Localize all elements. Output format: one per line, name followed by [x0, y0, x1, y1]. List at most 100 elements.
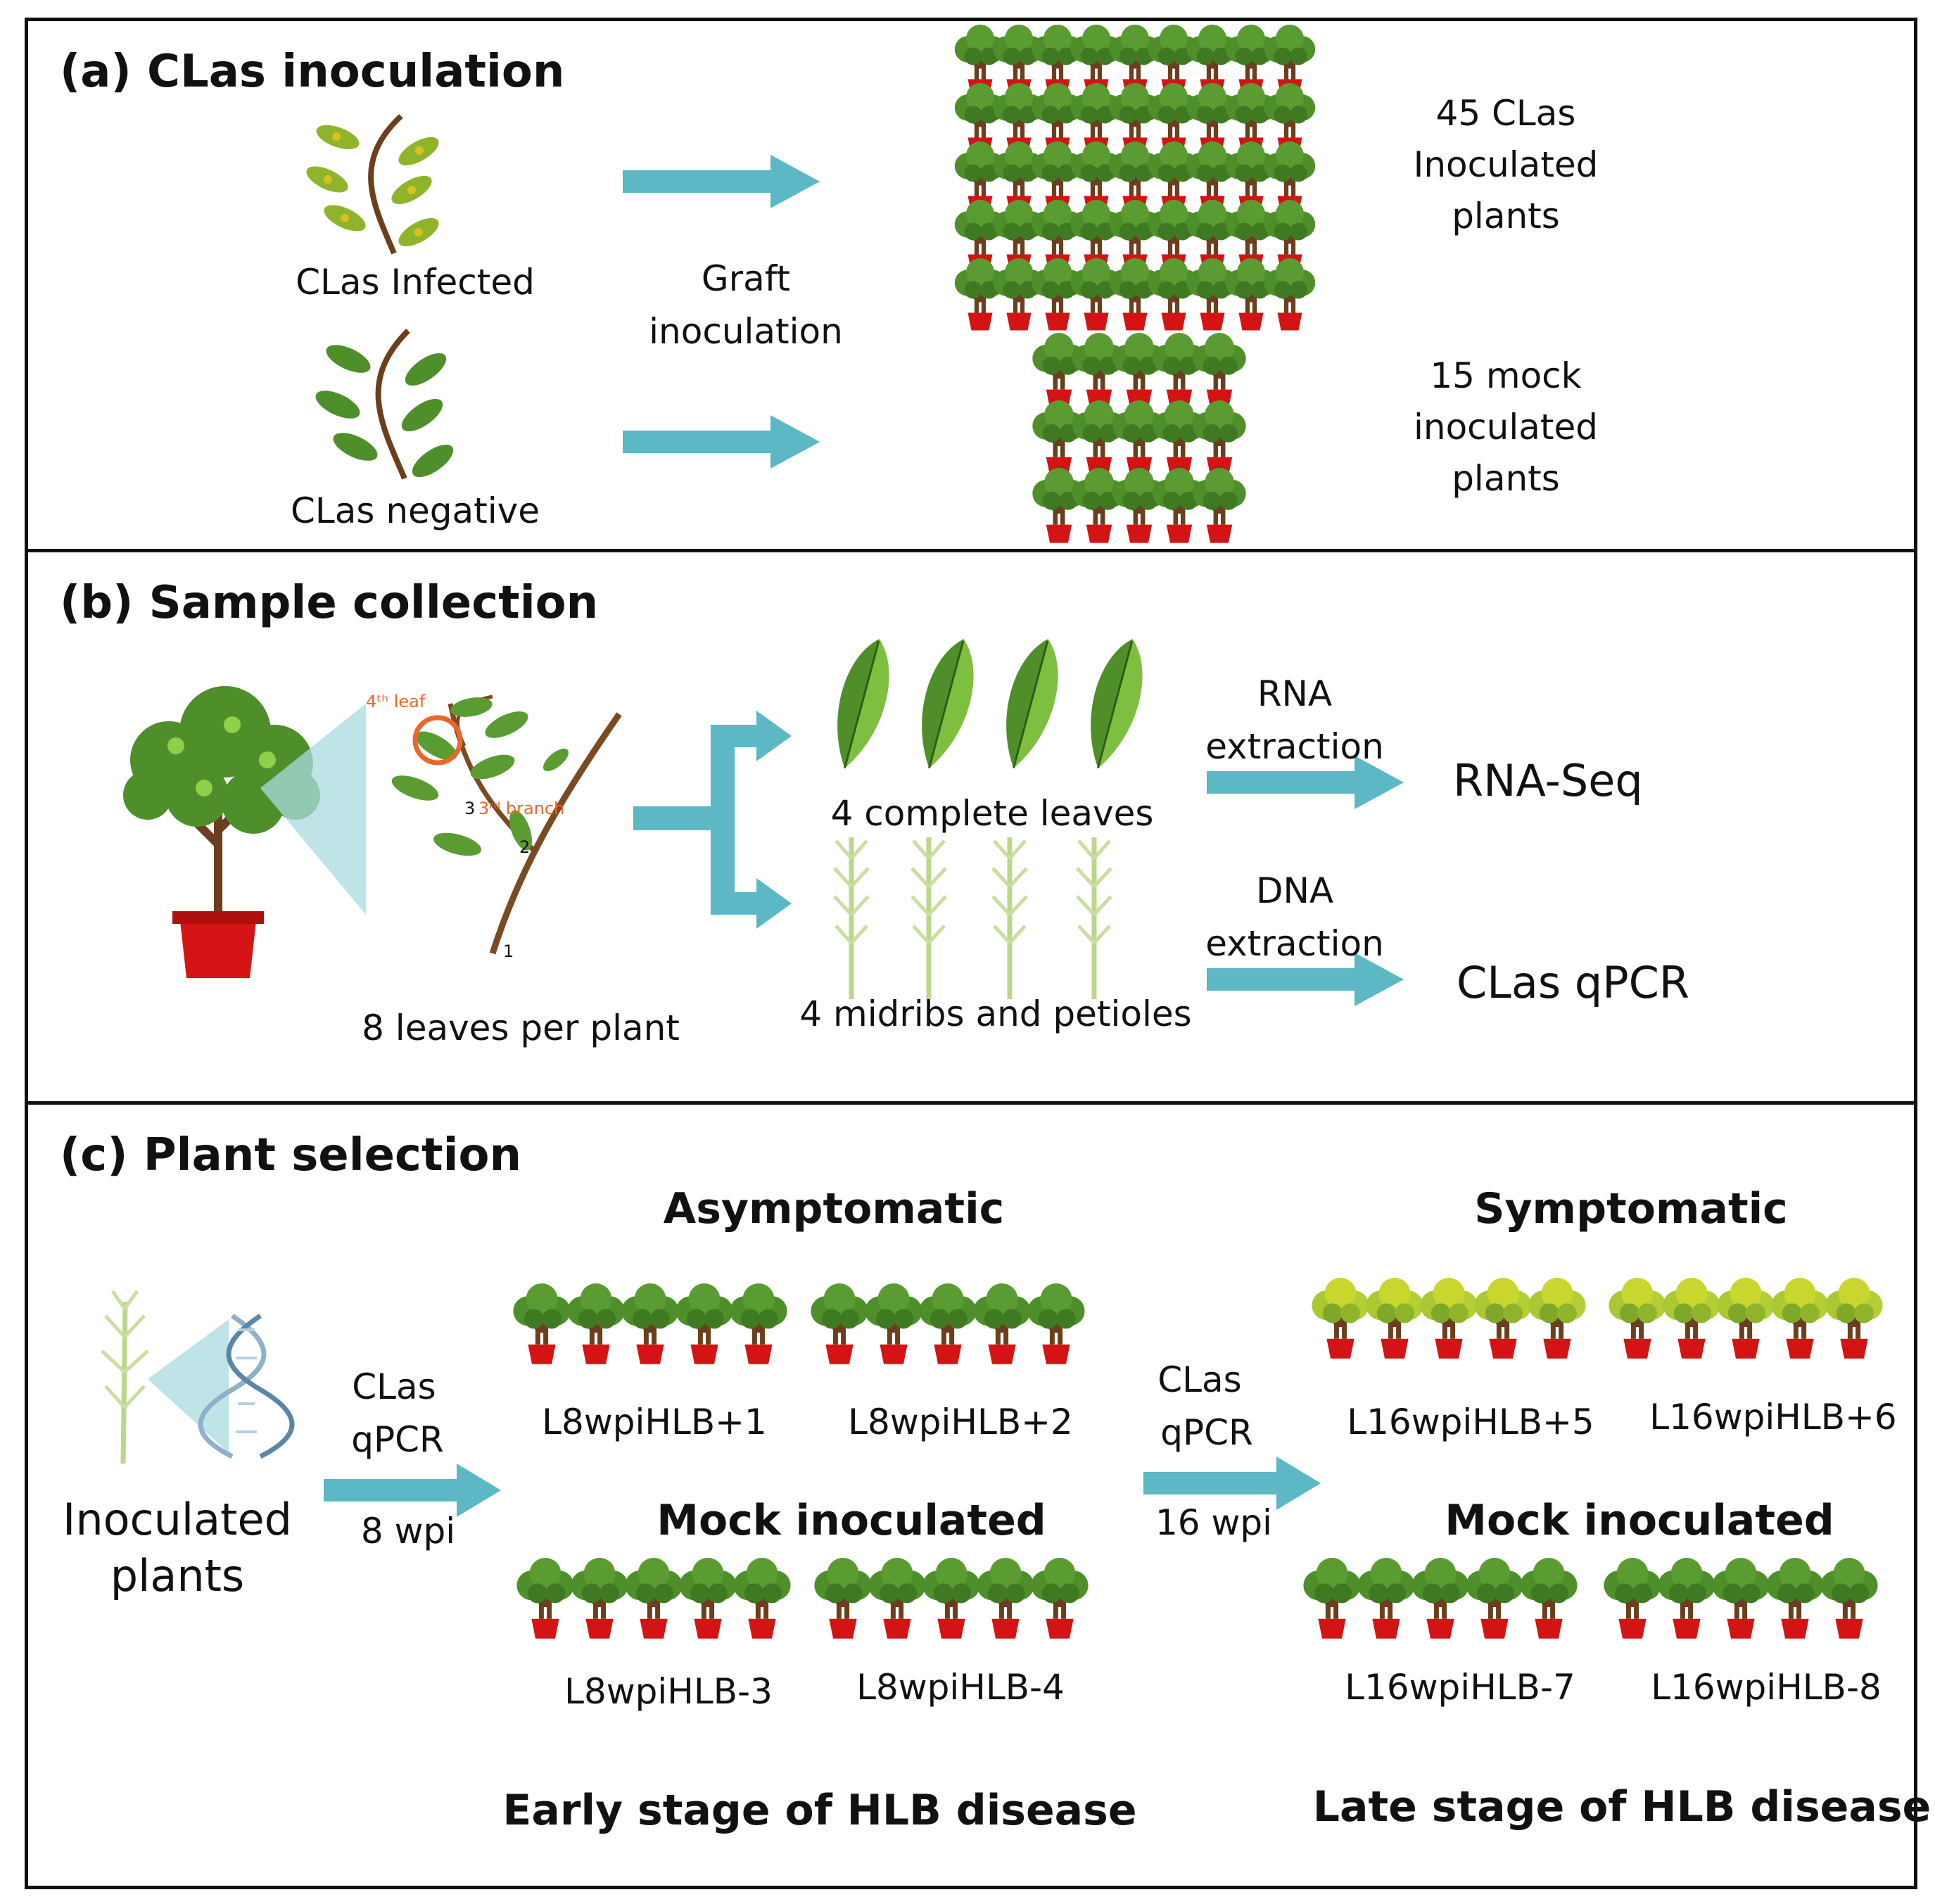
clas-negative-branch [315, 329, 454, 480]
mock-plant [1153, 400, 1205, 476]
group-label-g8: L16wpiHLB-8 [1651, 1667, 1882, 1708]
midrib-2 [912, 837, 946, 999]
plant [730, 1283, 787, 1364]
branch-number-2: 2 [519, 837, 531, 857]
mock-plant [1153, 468, 1205, 543]
inoculated-plant [1148, 258, 1200, 331]
early-stage-label: Early stage of HLB disease [502, 1786, 1137, 1835]
mock-plant [1112, 400, 1165, 476]
clas-infected-label: CLas Infected [296, 262, 535, 303]
plant [977, 1558, 1034, 1639]
plant [679, 1558, 736, 1639]
group-label-g6: L16wpiHLB+6 [1649, 1397, 1897, 1437]
seedling [101, 1290, 149, 1464]
group-label-g2: L8wpiHLB+2 [848, 1402, 1073, 1442]
symptomatic-plant [1528, 1278, 1585, 1359]
mock-plant [1153, 333, 1205, 408]
dna-helix-icon [198, 1314, 295, 1459]
plant [571, 1558, 628, 1639]
mock-plant [1112, 333, 1165, 408]
rna-extraction-line1: RNA [1257, 673, 1333, 714]
graft-label-line2: inoculation [649, 311, 843, 352]
mock-plant [1112, 468, 1165, 543]
symptomatic-plant [1312, 1278, 1369, 1359]
mock-plant [1072, 333, 1125, 408]
plant [1712, 1558, 1769, 1639]
dna-extraction-line1: DNA [1255, 870, 1334, 911]
inoculated-plant [994, 258, 1045, 331]
inoculated-plant [1226, 258, 1277, 331]
mock-inoculated-left: Mock inoculated [656, 1496, 1046, 1545]
mock-plant [1032, 333, 1085, 408]
complete-leaf-1 [822, 632, 902, 775]
branch-tag: 3ʳᵈ branch [478, 799, 565, 818]
mock-plant [1072, 400, 1125, 476]
qpcr-step1-time: 8 wpi [360, 1511, 456, 1551]
plant [1357, 1558, 1414, 1639]
complete-leaves-label: 4 complete leaves [830, 793, 1154, 834]
plant [621, 1283, 678, 1364]
group-label-g1: L8wpiHLB+1 [542, 1402, 767, 1442]
midrib-1 [835, 837, 868, 999]
mock-plant [1193, 333, 1245, 408]
inoculated-plants-grid [955, 25, 1316, 331]
zoom-wedge-b [260, 704, 366, 915]
plant [1466, 1558, 1523, 1639]
panel-c-plant-selection [25, 1101, 1917, 1889]
inoculated-plant [955, 258, 1006, 331]
symptomatic-heading: Symptomatic [1474, 1184, 1788, 1233]
mock-plant [1193, 400, 1245, 476]
clas-negative-label: CLas negative [290, 490, 540, 531]
group-label-g3: L8wpiHLB-3 [564, 1671, 773, 1712]
mock-plant [1072, 468, 1125, 543]
plant [513, 1283, 570, 1364]
complete-leaf-2 [906, 632, 986, 775]
leaf-tag: 4ᵗʰ leaf [366, 692, 426, 711]
symptomatic-plant [1609, 1278, 1666, 1359]
graft-arrow-bottom [623, 415, 820, 469]
symptomatic-plant [1474, 1278, 1531, 1359]
qpcr-step2-time: 16 wpi [1155, 1502, 1273, 1543]
group-label-g4: L8wpiHLB-4 [856, 1667, 1065, 1708]
inoculated-plant [1032, 258, 1084, 331]
panel-c-title: (c) Plant selection [60, 1129, 522, 1181]
plant [1031, 1558, 1088, 1639]
mock-plant [1032, 400, 1085, 476]
plant [1411, 1558, 1468, 1639]
symptomatic-plant [1663, 1278, 1720, 1359]
midrib-4 [1077, 837, 1111, 999]
mock-count-line3: plants [1452, 458, 1560, 499]
qpcr-step1-line2: qPCR [351, 1419, 444, 1460]
inoculated-plant [1264, 258, 1316, 331]
panel-a-title: (a) CLas inoculation [60, 46, 565, 98]
dna-extraction-line2: extraction [1205, 923, 1384, 964]
plant [625, 1558, 682, 1639]
symptomatic-plant [1420, 1278, 1477, 1359]
plant [1820, 1558, 1877, 1639]
plant [865, 1283, 922, 1364]
inoculated-count-line2: Inoculated [1413, 144, 1599, 185]
plant [1604, 1558, 1661, 1639]
plant [814, 1558, 871, 1639]
qpcr-step1-line1: CLas [352, 1366, 436, 1407]
mock-count-line2: inoculated [1414, 407, 1598, 448]
plant [1520, 1558, 1577, 1639]
qpcr-step2-line1: CLas [1157, 1359, 1242, 1400]
complete-leaf-3 [991, 632, 1071, 775]
inoculated-plant [1071, 258, 1122, 331]
branch-number-3: 3 [464, 799, 476, 818]
branch-number-1: 1 [503, 941, 514, 961]
plant [868, 1558, 925, 1639]
plant [516, 1558, 573, 1639]
plant [922, 1558, 979, 1639]
symptomatic-plant [1825, 1278, 1882, 1359]
inoculated-plants-line2: plants [110, 1550, 245, 1601]
group-label-g7: L16wpiHLB-7 [1345, 1667, 1575, 1708]
potted-tree [123, 686, 320, 978]
clas-qpcr-label: CLas qPCR [1457, 957, 1689, 1008]
inoculated-plant [1187, 258, 1238, 331]
plant [811, 1283, 868, 1364]
mock-inoculated-right: Mock inoculated [1445, 1496, 1834, 1545]
